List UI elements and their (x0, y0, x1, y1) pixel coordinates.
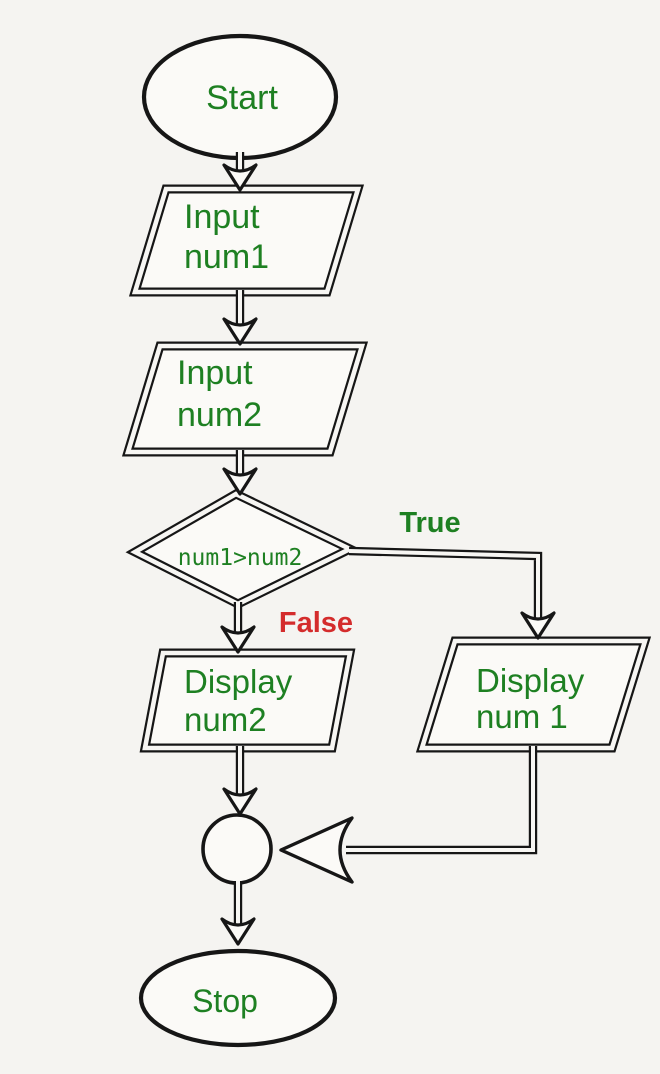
arrow-display-num1-to-connector (279, 746, 538, 884)
arrow-connector-to-stop (220, 881, 256, 946)
true-branch-label: True (399, 507, 460, 539)
arrow-head (222, 467, 258, 496)
display-num1-label-line2: num 1 (476, 698, 568, 735)
arrow-shaft-core (348, 549, 540, 618)
display-num2-label-line2: num2 (184, 701, 267, 738)
arrow-input-num2-to-decision (222, 450, 258, 496)
display-num1-parallelogram-inner-line (418, 638, 649, 751)
stop-label: Stop (192, 983, 258, 1019)
input-num2-parallelogram-inner-line (124, 343, 366, 455)
arrow-shaft (346, 746, 538, 855)
arrow-head (222, 787, 258, 816)
input-num2-label-line1: Input (177, 354, 253, 392)
node-stop (138, 948, 338, 1048)
node-input-num1 (128, 184, 365, 297)
decision-label: num1>num2 (178, 545, 303, 571)
display-num2-label-line1: Display (184, 663, 293, 700)
input-num2-label-line2: num2 (177, 396, 262, 434)
input-num1-parallelogram-inner-line (131, 186, 362, 295)
arrow-shaft (348, 546, 543, 618)
node-display-num1 (415, 636, 652, 753)
arrow-shaft-core (346, 746, 535, 852)
arrow-head (222, 317, 258, 346)
input-num1-label-line2: num1 (184, 238, 269, 276)
arrow-head (279, 816, 354, 884)
arrow-input-num1-to-input-num2 (222, 290, 258, 346)
connector-circle (201, 813, 273, 885)
node-input-num2 (121, 341, 369, 457)
arrow-false-branch-to-display-num2 (220, 602, 256, 654)
display-num1-label-line1: Display (476, 662, 585, 699)
start-label: Start (206, 79, 278, 117)
display-num2-parallelogram-inner-line (142, 650, 353, 751)
node-display-num2 (139, 648, 356, 753)
arrow-true-branch-to-display-num1 (348, 546, 556, 640)
node-connector (201, 813, 273, 885)
arrow-head (220, 625, 256, 654)
arrow-display-num2-to-connector (222, 746, 258, 816)
arrow-start-to-input-num1 (222, 152, 258, 192)
false-branch-label: False (279, 607, 353, 639)
arrow-head (520, 611, 556, 640)
arrow-head (222, 163, 258, 192)
stop-ellipse (138, 948, 338, 1048)
input-num1-label-line1: Input (184, 198, 260, 236)
arrow-head (220, 917, 256, 946)
